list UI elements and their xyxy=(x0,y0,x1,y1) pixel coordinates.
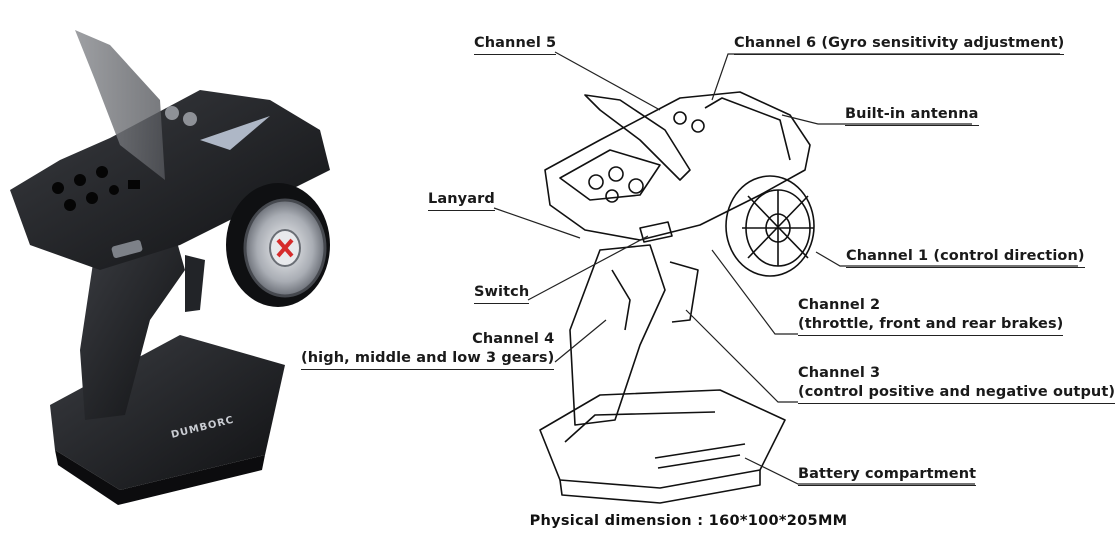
label-switch: Switch xyxy=(474,283,530,304)
label-channel-4: Channel 4 (high, middle and low 3 gears) xyxy=(301,330,555,370)
label-channel-3: Channel 3 (control positive and negative… xyxy=(798,364,1116,404)
label-channel-5: Channel 5 xyxy=(474,34,557,55)
label-channel-6: Channel 6 (Gyro sensitivity adjustment) xyxy=(734,34,1065,55)
physical-dimension-caption: Physical dimension : 160*100*205MM xyxy=(529,513,848,529)
label-built-in-antenna: Built-in antenna xyxy=(845,105,979,126)
label-battery-compartment: Battery compartment xyxy=(798,465,977,486)
label-channel-1: Channel 1 (control direction) xyxy=(846,247,1085,268)
label-lanyard: Lanyard xyxy=(428,190,495,211)
product-photo: DUMBORC xyxy=(10,30,330,505)
label-channel-2: Channel 2 (throttle, front and rear brak… xyxy=(798,296,1064,336)
